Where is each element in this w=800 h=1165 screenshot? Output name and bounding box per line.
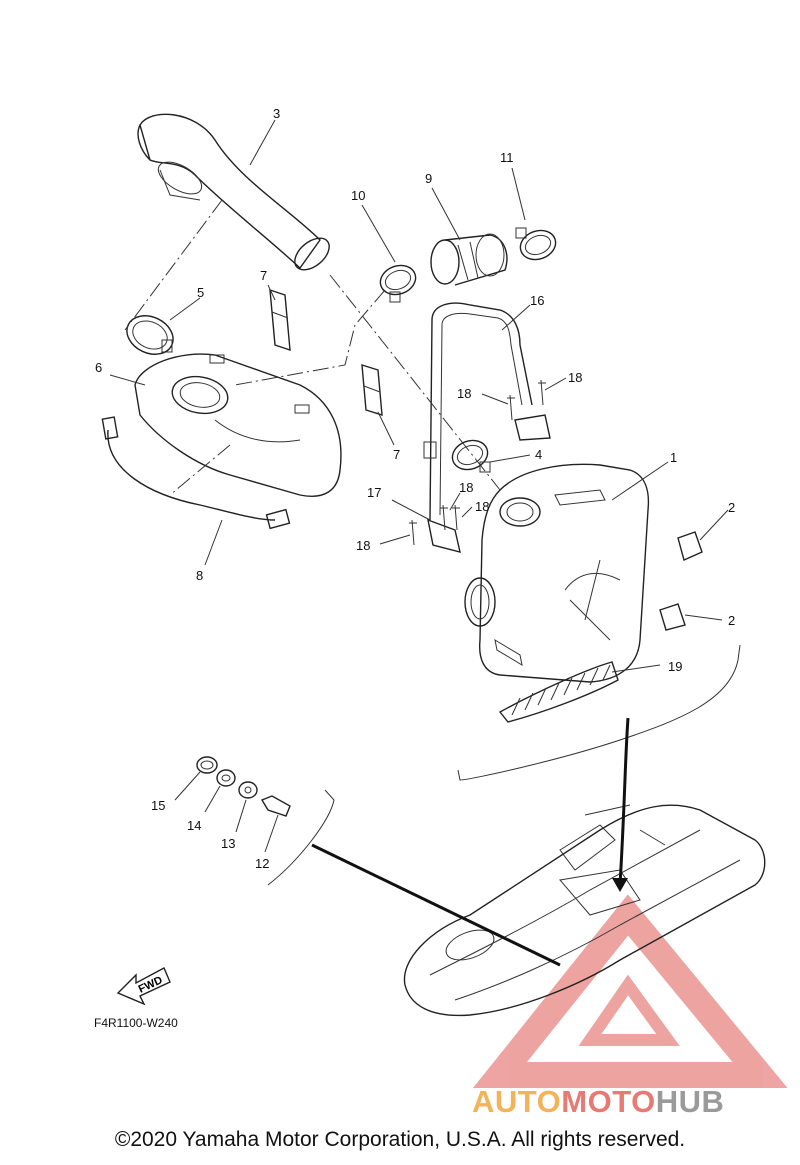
callout-3: 3 <box>273 106 280 121</box>
leader-7a <box>267 284 276 301</box>
callout-11: 11 <box>500 150 514 165</box>
intake-duct-part-3 <box>137 113 330 271</box>
strap-bracket-part-17 <box>427 518 461 553</box>
connection-line-drain <box>311 843 561 967</box>
chamber-part-6 <box>134 353 342 497</box>
bracket-part-7b <box>361 364 383 416</box>
callout-14: 14 <box>187 818 201 833</box>
cap-part-2b <box>659 603 686 631</box>
callout-6: 6 <box>95 360 102 375</box>
clamp-part-4 <box>451 439 491 473</box>
callout-19: 19 <box>668 659 682 674</box>
wire-part-8 <box>101 416 291 530</box>
callout-8: 8 <box>196 568 203 583</box>
watercraft-hull <box>403 804 766 1017</box>
leader-12 <box>264 814 279 853</box>
mat-part-19 <box>498 661 619 723</box>
copyright-footer: ©2020 Yamaha Motor Corporation, U.S.A. A… <box>114 1128 686 1151</box>
callout-18e: 18 <box>475 499 489 514</box>
coupler-part-9 <box>430 233 508 286</box>
washer-part-13 <box>238 781 258 799</box>
leader-11 <box>511 167 526 221</box>
washer-part-14 <box>216 769 236 787</box>
assembly-line-a <box>124 199 223 331</box>
leader-9 <box>431 187 461 241</box>
bracket-part-7a <box>269 288 291 352</box>
clamp-part-5 <box>126 315 174 355</box>
leader-8 <box>204 519 223 566</box>
callout-18d: 18 <box>459 480 473 495</box>
bolt-part-18b <box>538 379 546 406</box>
callout-4: 4 <box>535 447 542 462</box>
strap-top-bracket <box>514 414 551 441</box>
leader-7b <box>377 411 395 446</box>
callout-16: 16 <box>530 293 544 308</box>
fwd-label: FWD <box>137 974 165 995</box>
leader-13 <box>235 799 247 833</box>
callout-18b: 18 <box>568 370 582 385</box>
leader-18b <box>544 377 567 391</box>
cap-part-2a <box>677 531 703 561</box>
watermark-logo <box>472 894 788 1088</box>
callout-15: 15 <box>151 798 165 813</box>
callout-2b: 2 <box>728 613 735 628</box>
clamp-part-10 <box>379 264 417 303</box>
callout-18a: 18 <box>457 386 471 401</box>
fwd-arrow-icon: FWD <box>116 967 171 1006</box>
leader-18e <box>461 506 473 518</box>
callout-1: 1 <box>670 450 677 465</box>
assembly-line-d <box>329 274 501 491</box>
leader-5 <box>169 297 201 321</box>
drain-plug-part-12 <box>260 795 291 817</box>
watermark-part-2: MOTO <box>561 1084 656 1119</box>
connection-line-tank <box>618 717 630 886</box>
leader-19 <box>611 664 661 673</box>
bolt-part-18c <box>409 519 417 546</box>
callout-5: 5 <box>197 285 204 300</box>
clamp-part-11 <box>515 227 557 261</box>
watermark-part-1: AUTO <box>472 1084 562 1119</box>
callout-7a: 7 <box>260 268 267 283</box>
leader-14 <box>204 785 221 813</box>
connection-arrow-tank <box>612 878 628 892</box>
tank-part-1 <box>464 463 650 683</box>
leader-6 <box>109 374 146 386</box>
drain-nut-part-15 <box>196 756 218 774</box>
callout-12: 12 <box>255 856 269 871</box>
callout-7b: 7 <box>393 447 400 462</box>
callout-13: 13 <box>221 836 235 851</box>
leader-1 <box>611 461 669 501</box>
leader-16 <box>501 304 531 331</box>
leader-2a <box>699 509 729 541</box>
callout-17: 17 <box>367 485 381 500</box>
bolt-part-18d <box>440 504 460 531</box>
bolt-part-18a <box>507 394 515 421</box>
strap-part-16 <box>423 302 533 521</box>
assembly-line-c <box>234 289 386 386</box>
leader-18d <box>449 492 461 511</box>
leader-15 <box>174 771 201 801</box>
leader-2b <box>684 614 723 621</box>
leader-4 <box>489 454 531 463</box>
callout-10: 10 <box>351 188 365 203</box>
leader-3 <box>249 119 276 166</box>
leader-18c <box>379 534 411 545</box>
callout-2a: 2 <box>728 500 735 515</box>
watermark-part-3: HUB <box>655 1084 725 1119</box>
leader-17 <box>391 499 431 521</box>
reference-code: F4R1100-W240 <box>94 1016 178 1030</box>
assembly-line-b <box>169 444 231 496</box>
callout-18c: 18 <box>356 538 370 553</box>
tank-group-frame <box>457 644 741 781</box>
leader-18a <box>481 393 509 405</box>
watermark-brand-text: AUTOMOTOHUB <box>472 1084 724 1120</box>
drain-group-frame <box>267 789 335 886</box>
callout-9: 9 <box>425 171 432 186</box>
leader-10 <box>361 204 396 263</box>
